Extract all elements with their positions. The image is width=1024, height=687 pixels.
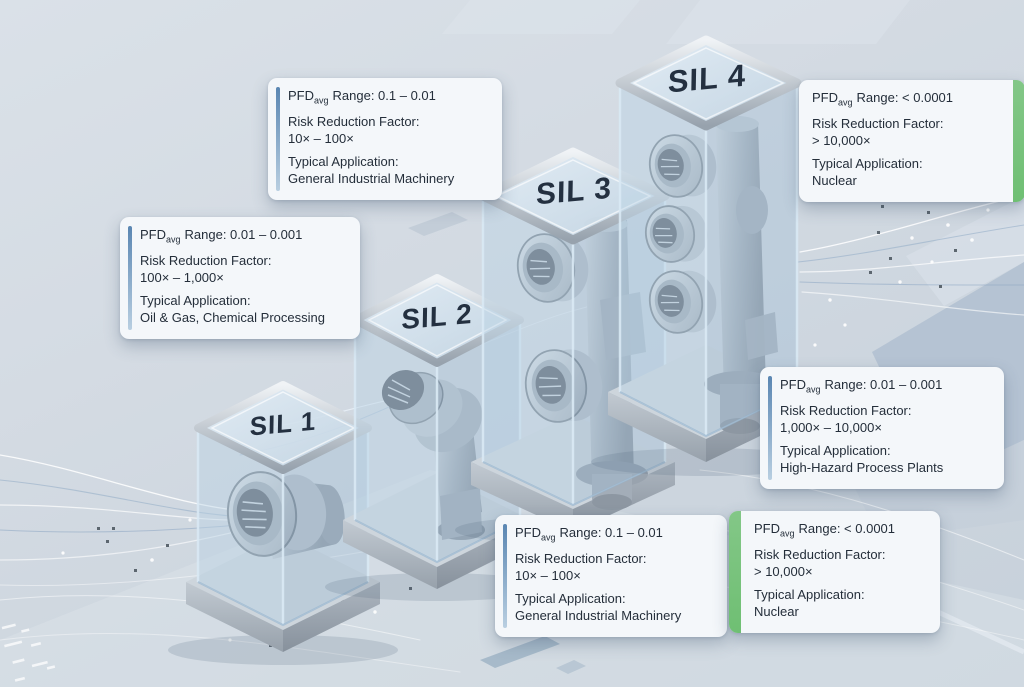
- pfd-subscript: avg: [780, 528, 795, 539]
- pfd-range-text: Range: < 0.0001: [856, 90, 954, 105]
- blue-accent-bar: [276, 87, 280, 191]
- app-value: Nuclear: [754, 603, 799, 619]
- rrf-label: Risk Reduction Factor:: [515, 551, 647, 567]
- app-value: General Industrial Machinery: [515, 607, 682, 623]
- app-value: Nuclear: [812, 172, 857, 188]
- risk-reduction-factor: Risk Reduction Factor:10× – 100×: [515, 551, 719, 584]
- pfd-subscript: avg: [838, 97, 853, 108]
- pfd-prefix: PFD: [754, 521, 780, 536]
- sil2-machinery: [381, 369, 485, 540]
- app-value: Oil & Gas, Chemical Processing: [140, 309, 325, 325]
- rrf-value: 10× – 100×: [515, 567, 581, 583]
- app-value: High-Hazard Process Plants: [780, 459, 944, 475]
- pfd-prefix: PFD: [288, 88, 314, 103]
- green-accent-bar: [1013, 80, 1024, 202]
- risk-reduction-factor: Risk Reduction Factor:1,000× – 10,000×: [780, 403, 996, 436]
- rrf-value: 1,000× – 10,000×: [780, 419, 882, 435]
- sil4-box-label: SIL 4: [667, 57, 747, 100]
- rrf-value: 100× – 1,000×: [140, 269, 224, 285]
- pfd-range-text: Range: < 0.0001: [798, 521, 896, 536]
- app-label: Typical Application:: [754, 587, 865, 603]
- rrf-label: Risk Reduction Factor:: [288, 114, 420, 130]
- sil1-glass-box: [168, 381, 398, 665]
- pfd-range-text: Range: 0.01 – 0.001: [184, 227, 303, 242]
- sil1-box-label: SIL 1: [249, 405, 317, 442]
- typical-application: Typical Application:General Industrial M…: [515, 591, 719, 624]
- rrf-value: > 10,000×: [812, 132, 871, 148]
- typical-application: Typical Application:Oil & Gas, Chemical …: [140, 293, 352, 326]
- typical-application: Typical Application:High-Hazard Process …: [780, 443, 996, 476]
- sil3-box-label: SIL 3: [535, 171, 613, 212]
- app-label: Typical Application:: [288, 154, 399, 170]
- pfd-prefix: PFD: [515, 525, 541, 540]
- pfd-prefix: PFD: [780, 377, 806, 392]
- sil4-glass-box: [591, 35, 821, 476]
- app-label: Typical Application:: [812, 156, 923, 172]
- pfd-subscript: avg: [314, 95, 329, 106]
- typical-application: Typical Application:Nuclear: [754, 587, 932, 620]
- sil3-machinery: [516, 216, 648, 510]
- sil1-machinery: [226, 471, 345, 560]
- sil2-box-label: SIL 2: [401, 297, 473, 336]
- pfd-subscript: avg: [806, 384, 821, 395]
- typical-application: Typical Application:Nuclear: [812, 156, 1002, 189]
- rrf-value: 10× – 100×: [288, 130, 354, 146]
- rrf-label: Risk Reduction Factor:: [812, 116, 944, 132]
- blue-accent-bar: [128, 226, 132, 330]
- rrf-value: > 10,000×: [754, 563, 813, 579]
- green-accent-bar: [729, 511, 741, 633]
- pfd-prefix: PFD: [812, 90, 838, 105]
- rrf-label: Risk Reduction Factor:: [780, 403, 912, 419]
- rrf-label: Risk Reduction Factor:: [754, 547, 886, 563]
- pfd-range-text: Range: 0.1 – 0.01: [332, 88, 436, 103]
- app-value: General Industrial Machinery: [288, 170, 455, 186]
- pfd-range-text: Range: 0.1 – 0.01: [559, 525, 663, 540]
- risk-reduction-factor: Risk Reduction Factor:> 10,000×: [812, 116, 1002, 149]
- app-label: Typical Application:: [515, 591, 626, 607]
- blue-accent-bar: [768, 376, 772, 480]
- pfd-range-text: Range: 0.01 – 0.001: [824, 377, 943, 392]
- risk-reduction-factor: Risk Reduction Factor:10× – 100×: [288, 114, 494, 147]
- pfd-subscript: avg: [166, 234, 181, 245]
- sil4-machinery: [644, 116, 778, 434]
- app-label: Typical Application:: [780, 443, 891, 459]
- blue-accent-bar: [503, 524, 507, 628]
- risk-reduction-factor: Risk Reduction Factor:> 10,000×: [754, 547, 932, 580]
- sil2-glass-box: [325, 274, 549, 601]
- pfd-subscript: avg: [541, 532, 556, 543]
- app-label: Typical Application:: [140, 293, 251, 309]
- pfd-prefix: PFD: [140, 227, 166, 242]
- risk-reduction-factor: Risk Reduction Factor:100× – 1,000×: [140, 253, 352, 286]
- rrf-label: Risk Reduction Factor:: [140, 253, 272, 269]
- typical-application: Typical Application:General Industrial M…: [288, 154, 494, 187]
